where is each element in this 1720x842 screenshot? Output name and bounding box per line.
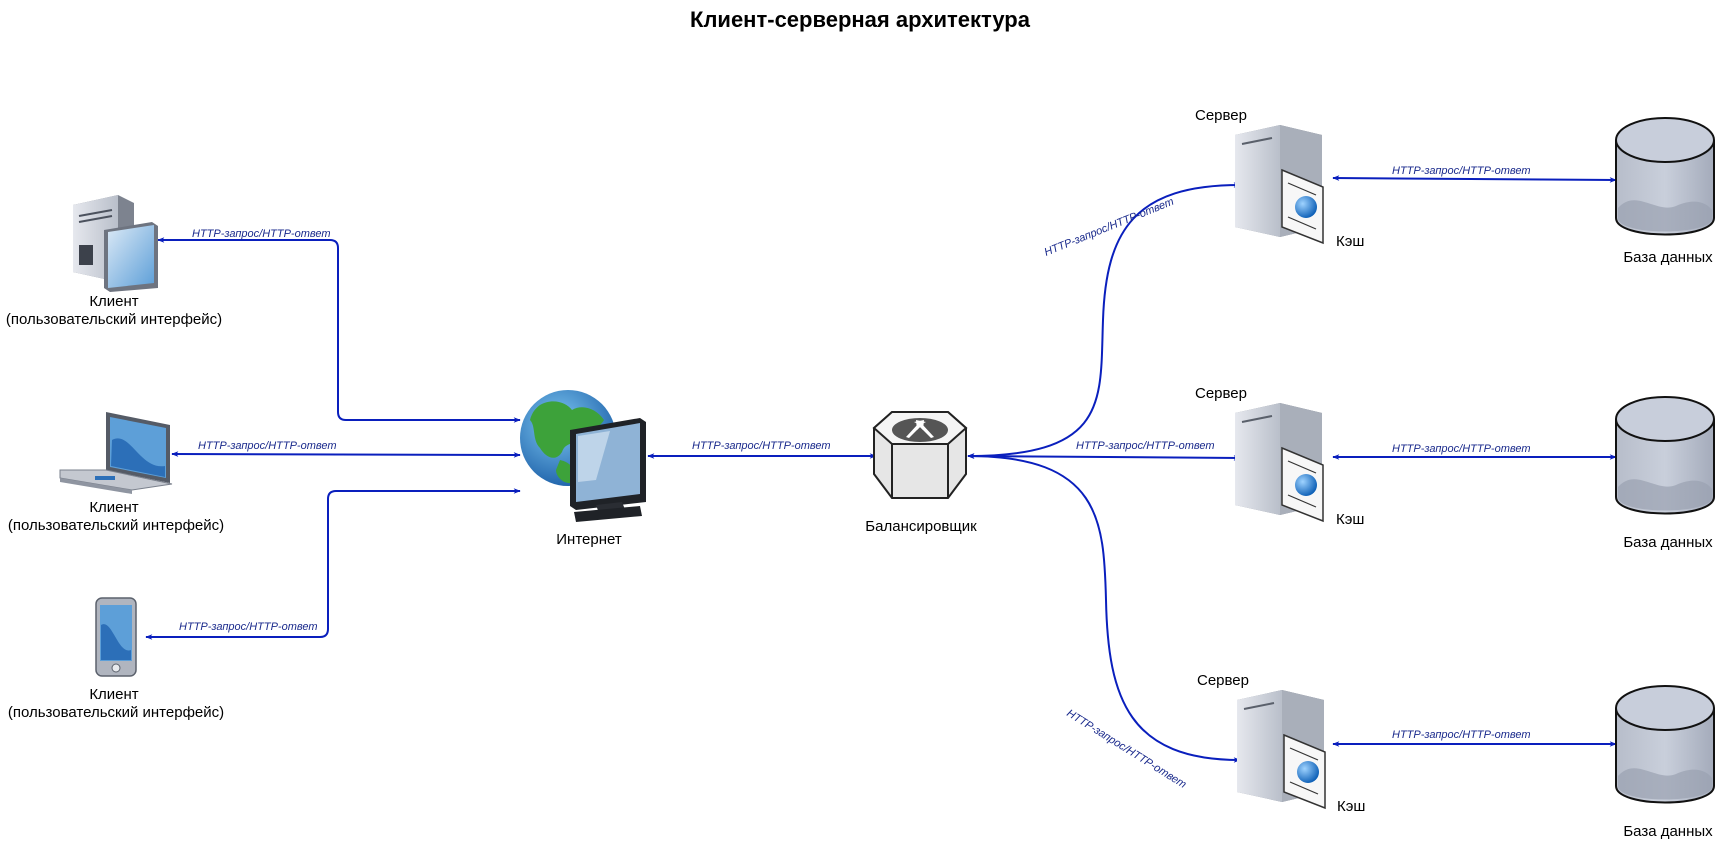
client3-label-line1: Клиент [89,686,138,703]
edge-label-db3: HTTP-запрос/HTTP-ответ [1392,729,1531,741]
database-1 [1615,117,1715,236]
database-icon [1615,117,1715,236]
edge-label-client3: HTTP-запрос/HTTP-ответ [179,621,318,633]
database-icon [1615,685,1715,804]
cache-document-icon [1281,168,1324,245]
edge-label-db2: HTTP-запрос/HTTP-ответ [1392,443,1531,455]
edge-label-internet: HTTP-запрос/HTTP-ответ [692,440,831,452]
load-balancer-icon [872,411,968,499]
edge-balancer-server1 [967,182,1241,459]
edge-label-server2: HTTP-запрос/HTTP-ответ [1076,440,1215,452]
edge-balancer-server3 [967,453,1241,763]
client-tablet: Клиент (пользовательский интерфейс) [8,597,224,721]
cache-document-icon [1281,446,1324,523]
edge-client3-internet [145,488,521,640]
balancer-label: Балансировщик [865,518,977,535]
edge-label-client2: HTTP-запрос/HTTP-ответ [198,440,337,452]
server-group-2 [1235,403,1324,523]
diagram-title: Клиент-серверная архитектура [690,7,1031,32]
client1-label-line1: Клиент [89,293,138,310]
edge-labels: HTTP-запрос/HTTP-ответ HTTP-запрос/HTTP-… [179,165,1531,791]
client1-label-line2: (пользовательский интерфейс) [6,311,222,328]
database-icon [1615,396,1715,515]
server-group-1 [1235,125,1324,245]
server1-label: Сервер [1195,107,1247,124]
tablet-icon [95,597,137,677]
database-2 [1615,396,1715,515]
cache2-label: Кэш [1336,511,1364,528]
server-group-3 [1237,690,1326,810]
laptop-icon [59,412,173,494]
balancer-node: Балансировщик [865,411,977,535]
edge-label-client1: HTTP-запрос/HTTP-ответ [192,228,331,240]
edge-client1-internet [157,237,521,423]
db2-label: База данных [1623,534,1713,551]
client2-label-line1: Клиент [89,499,138,516]
internet-label: Интернет [556,531,622,548]
cache3-label: Кэш [1337,798,1365,815]
edge-label-db1: HTTP-запрос/HTTP-ответ [1392,165,1531,177]
client-laptop: Клиент (пользовательский интерфейс) [8,412,224,534]
server2-label: Сервер [1195,385,1247,402]
cache1-label: Кэш [1336,233,1364,250]
db1-label: База данных [1623,249,1713,266]
edge-label-server1: HTTP-запрос/HTTP-ответ [1043,196,1176,259]
server3-label: Сервер [1197,672,1249,689]
database-3 [1615,685,1715,804]
client3-label-line2: (пользовательский интерфейс) [8,704,224,721]
desktop-pc-icon [73,195,158,292]
edge-client2-internet [171,451,521,458]
edge-server1-db1 [1332,175,1617,183]
cache-document-icon [1283,733,1326,810]
edges [145,175,1617,763]
client-desktop: Клиент (пользовательский интерфейс) [6,195,222,328]
client2-label-line2: (пользовательский интерфейс) [8,517,224,534]
db3-label: База данных [1623,823,1713,840]
internet-node: Интернет [520,390,646,548]
globe-monitor-icon [520,390,646,522]
edge-label-server3: HTTP-запрос/HTTP-ответ [1064,707,1188,791]
